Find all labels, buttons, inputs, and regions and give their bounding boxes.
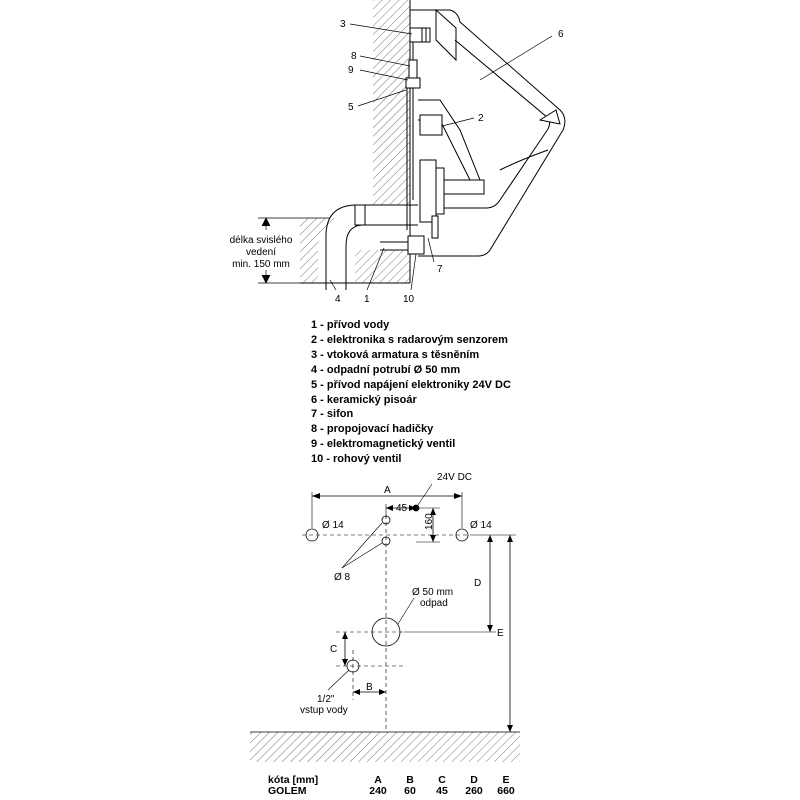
parts-legend: 1 - přívod vody 2 - elektronika s radaro…	[311, 318, 511, 467]
wall-hatch-upper	[373, 0, 410, 205]
hole8-label: Ø 8	[334, 572, 351, 583]
legend-item-5: 5 - přívod napájení elektroniky 24V DC	[311, 378, 511, 391]
legend-item-1: 1 - přívod vody	[311, 319, 390, 331]
dimension-arrows	[312, 493, 513, 732]
side-view-drawing	[258, 0, 566, 291]
table-row: GOLEM 240 60 45 260 660	[268, 786, 522, 797]
dim-160-label: 160	[424, 513, 435, 530]
table-col-e: E	[502, 774, 510, 786]
legend-item-2: 2 - elektronika s radarovým senzorem	[311, 333, 508, 346]
legend-item-4: 4 - odpadní potrubí Ø 50 mm	[311, 363, 461, 376]
plan-view-drawing	[250, 483, 520, 762]
power-label: 24V DC	[437, 472, 472, 483]
inlet-fitting	[409, 27, 431, 43]
table-col-a: A	[374, 774, 382, 786]
legend-item-7: 7 - sifon	[311, 408, 354, 421]
callout-leaders	[329, 23, 553, 291]
callout-4: 4	[335, 294, 341, 305]
urinal-flush-head	[435, 8, 457, 62]
mount-hole-left	[305, 528, 319, 542]
drain-pipe-collar	[354, 204, 366, 226]
vertical-length-label-3: min. 150 mm	[232, 259, 290, 270]
legend-item-10: 10 - rohový ventil	[311, 453, 402, 466]
water-inlet-point	[346, 659, 360, 673]
solenoid-valve	[405, 77, 421, 89]
hole14-right-label: Ø 14	[470, 520, 492, 531]
table-row-label: GOLEM	[268, 785, 307, 797]
floor-hatch	[250, 732, 520, 762]
dimension-table: kóta [mm] A B C D E GOLEM 240 60 45 260 …	[268, 775, 522, 797]
drain-opening	[371, 617, 401, 647]
urinal-rim	[538, 109, 561, 125]
table-value-b: 60	[404, 785, 416, 797]
callout-2: 2	[478, 113, 484, 124]
vertical-length-label-1: délka svislého	[230, 235, 293, 246]
legend-item-8: 8 - propojovací hadičky	[311, 423, 434, 436]
callout-9: 9	[348, 65, 354, 76]
callout-10: 10	[403, 294, 415, 305]
callout-1: 1	[364, 294, 370, 305]
callout-3: 3	[340, 19, 346, 30]
dim-a-label: A	[384, 485, 391, 496]
mount-hole-right	[455, 528, 469, 542]
callout-5: 5	[348, 102, 354, 113]
siphon-body	[419, 159, 437, 223]
solenoid-valve-body	[408, 59, 418, 79]
callout-7: 7	[437, 264, 443, 275]
small-hole-bottom	[381, 536, 391, 546]
table-col-d: D	[470, 774, 478, 786]
legend-item-3: 3 - vtoková armatura s těsněním	[311, 348, 480, 361]
dim-45-label: 45	[396, 503, 408, 514]
table-value-e: 660	[497, 785, 515, 797]
small-hole-top	[381, 515, 391, 525]
plan-view-labels: 24V DC A 45 160 Ø 14 Ø 14 Ø 8 Ø 50 mm od…	[300, 472, 504, 716]
legend-item-6: 6 - keramický pisoár	[311, 393, 417, 406]
floor-hatch-right	[355, 250, 410, 283]
vertical-length-dimension	[258, 217, 330, 284]
urinal-outline	[410, 9, 566, 257]
water-inlet-label-1: 1/2"	[317, 694, 335, 705]
table-col-c: C	[438, 774, 446, 786]
dim-b-label: B	[366, 682, 373, 693]
vertical-length-label-2: vedení	[246, 247, 276, 258]
hole14-left-label: Ø 14	[322, 520, 344, 531]
water-inlet-label-2: vstup vody	[300, 705, 348, 716]
table-value-c: 45	[436, 785, 448, 797]
callout-numbers: 3 8 9 5 6 2 7 4 1 10 délka svislého vede…	[230, 19, 564, 305]
floor-hatch-left	[300, 218, 340, 283]
table-value-d: 260	[465, 785, 483, 797]
callout-8: 8	[351, 51, 357, 62]
callout-6: 6	[558, 29, 564, 40]
dim-d-label: D	[474, 578, 481, 589]
table-header-label: kóta [mm]	[268, 774, 319, 786]
legend-item-9: 9 - elektromagnetický ventil	[311, 438, 456, 451]
angle-valve	[407, 235, 425, 255]
table-header-row: kóta [mm] A B C D E	[268, 775, 522, 786]
table-col-b: B	[406, 774, 414, 786]
table-value-a: 240	[369, 785, 387, 797]
dim-e-label: E	[497, 628, 504, 639]
drain-label-1: Ø 50 mm	[412, 587, 453, 598]
siphon-outlet	[443, 179, 485, 195]
drain-label-2: odpad	[420, 598, 448, 609]
center-lines	[302, 515, 470, 732]
dim-c-label: C	[330, 644, 337, 655]
electronics-sensor	[419, 114, 443, 136]
